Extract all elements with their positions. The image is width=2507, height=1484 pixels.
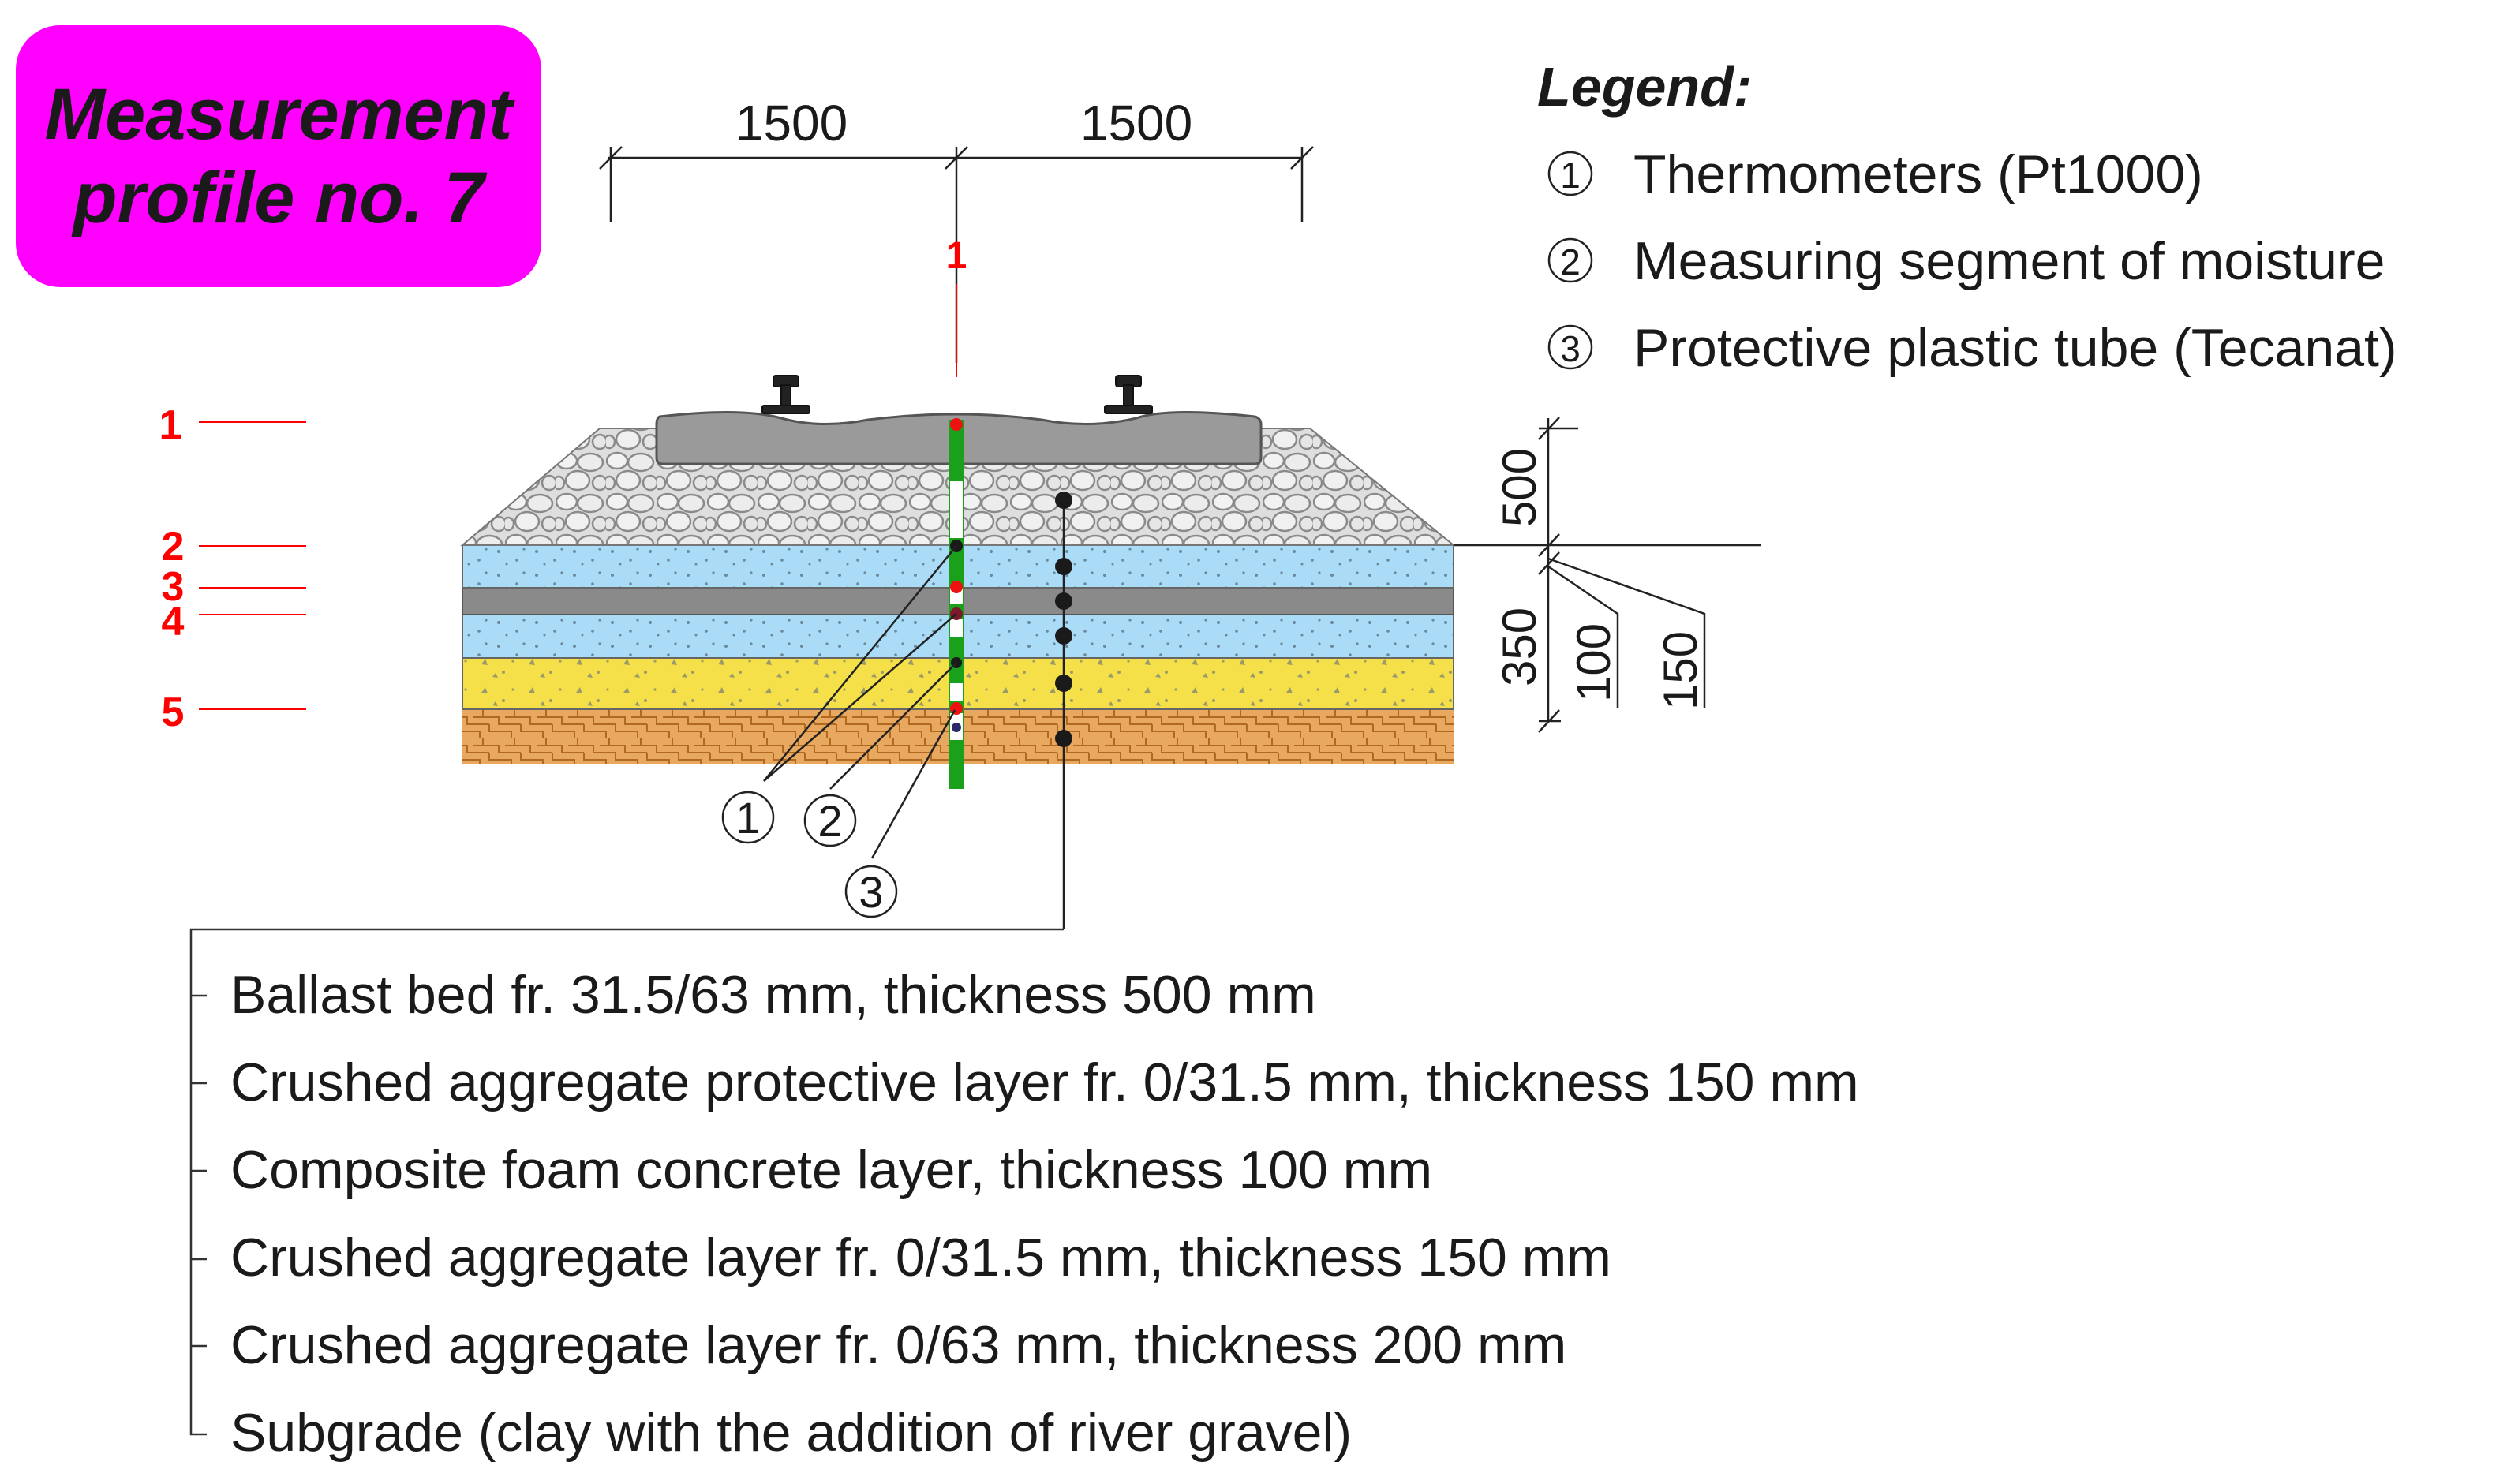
callout-1-label: 1 [735,793,760,843]
leader-lines [189,928,1064,1436]
legend-item-2-marker: 2 [1560,241,1581,282]
level-label-1: 1 [159,402,182,448]
right-dimensions [1454,417,1761,733]
legend-item-3-marker: 3 [1560,328,1581,369]
callout-3: 3 [844,865,898,918]
dot-column [1055,492,1072,747]
dim-top-right: 1500 [1080,95,1192,151]
layer-description-3: Composite foam concrete layer, thickness… [230,1140,1432,1200]
callout-3-label: 3 [859,867,883,917]
callout-2: 2 [803,794,857,847]
probe-tube [949,420,964,789]
layer-description-5: Crushed aggregate layer fr. 0/63 mm, thi… [230,1315,1566,1375]
legend-item-2-text: Measuring segment of moisture [1633,231,2385,291]
level-label-lines [199,421,306,710]
dim-top-left: 1500 [735,95,848,151]
dim-100: 100 [1567,623,1620,702]
level-label-3: 3 [162,564,185,610]
level-label-5: 5 [162,690,185,735]
title-line-1: Measurement [44,74,513,155]
dim-150: 150 [1654,631,1707,710]
legend-item-3-text: Protective plastic tube (Tecanat) [1633,318,2397,378]
legend-item-3: 3 Protective plastic tube (Tecanat) [1547,318,2397,378]
legend-item-1-marker: 1 [1560,155,1581,196]
dim-ballast: 500 [1493,448,1546,527]
callout-1: 1 [721,791,775,844]
legend-item-1: 1 Thermometers (Pt1000) [1547,144,2203,204]
callout-2-label: 2 [818,796,842,846]
layer-description-6: Subgrade (clay with the addition of rive… [230,1403,1352,1463]
layer-description-2: Crushed aggregate protective layer fr. 0… [230,1052,1859,1112]
title-line-2: profile no. 7 [73,158,485,238]
layer-description-4: Crushed aggregate layer fr. 0/31.5 mm, t… [230,1228,1611,1288]
dim-350: 350 [1493,607,1546,686]
legend-item-1-text: Thermometers (Pt1000) [1633,144,2203,204]
level-label-2: 2 [162,524,185,570]
legend-heading: Legend: [1537,56,1752,118]
legend-item-2: 2 Measuring segment of moisture [1547,231,2385,291]
rail-left [761,375,810,414]
layer-description-1: Ballast bed fr. 31.5/63 mm, thickness 50… [230,965,1316,1025]
level-label-4: 4 [162,599,185,645]
probe-label: 1 [946,235,967,277]
title-box: Measurement profile no. 7 [16,25,541,287]
rail-right [1104,375,1153,414]
top-dimension [599,146,1314,363]
callout-leaders [763,545,957,859]
